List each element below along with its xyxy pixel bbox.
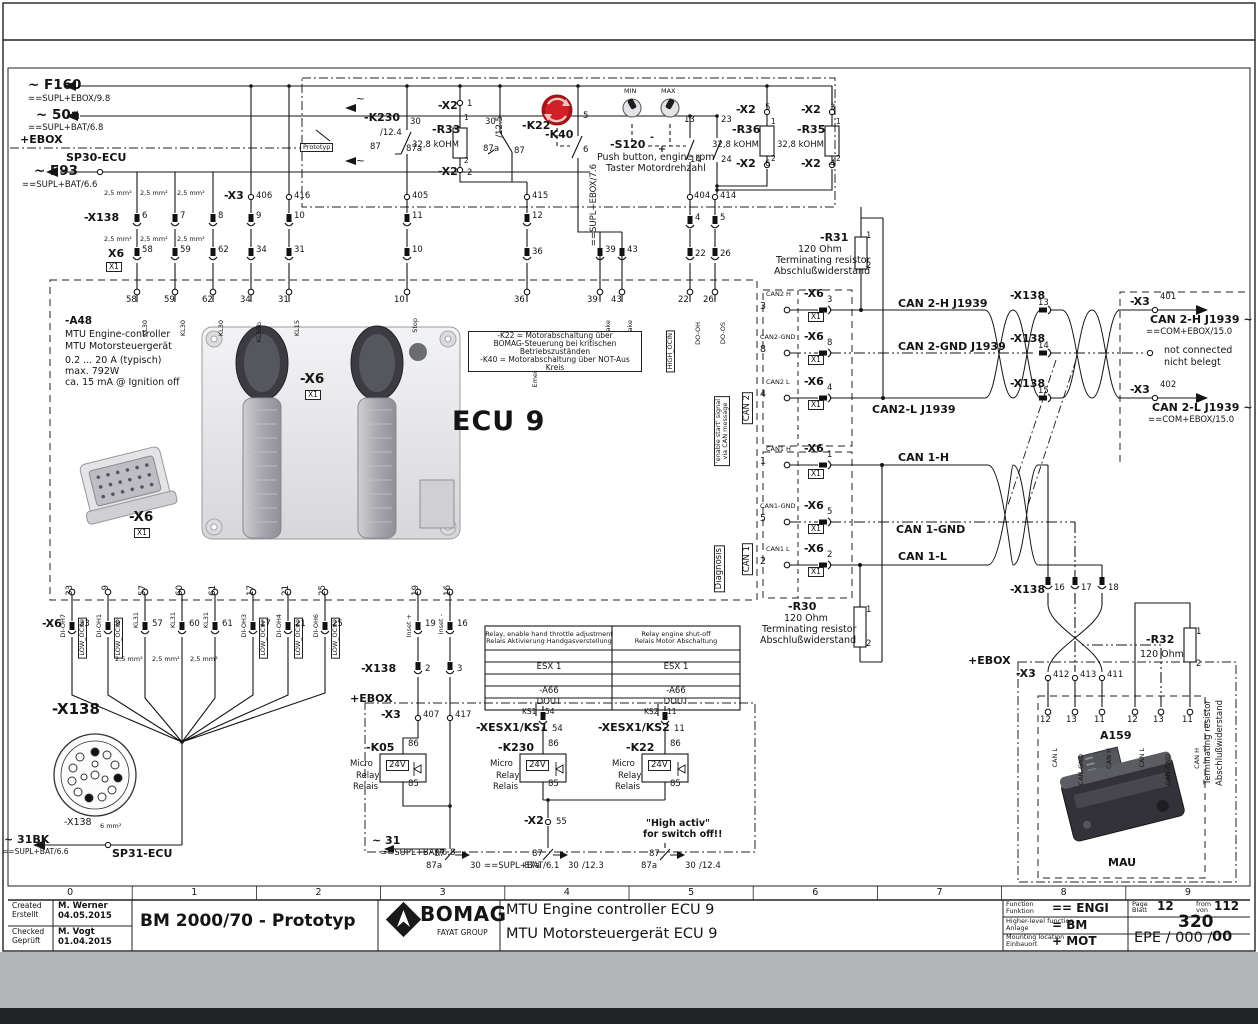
wiring-diagram-canvas bbox=[2, 2, 1256, 952]
x138-connector-drawing bbox=[53, 733, 137, 817]
reference-arrows bbox=[33, 81, 1208, 859]
can1-box bbox=[762, 451, 853, 599]
schematic-sheet: ~ F160==SUPL+EBOX/9.8~ 50a==SUPL+BAT/6.8… bbox=[0, 0, 1258, 952]
ebox-right-boundary bbox=[1017, 661, 1237, 883]
terminals bbox=[68, 99, 1194, 849]
mau-photo bbox=[1059, 746, 1185, 842]
title-block-grid bbox=[8, 900, 1250, 951]
connector-photo bbox=[79, 446, 178, 525]
junction-dots bbox=[180, 84, 885, 808]
bomag-logo bbox=[385, 901, 422, 938]
can2-box bbox=[762, 289, 853, 447]
ecu-photo bbox=[201, 325, 461, 540]
column-ruler bbox=[131, 886, 1127, 900]
bottom-strip bbox=[0, 1008, 1258, 1024]
viewer-toolbar: 12 / 112 ▼ bbox=[0, 952, 1258, 1008]
rpm-knob-icons bbox=[622, 98, 680, 118]
a159-box bbox=[1037, 695, 1206, 879]
relay-section-boundary bbox=[301, 77, 836, 208]
emergency-stop-icon bbox=[541, 94, 573, 126]
wires bbox=[35, 85, 1197, 861]
ecu-boundary-box bbox=[49, 279, 758, 601]
ebox-bottom-boundary bbox=[364, 702, 756, 853]
